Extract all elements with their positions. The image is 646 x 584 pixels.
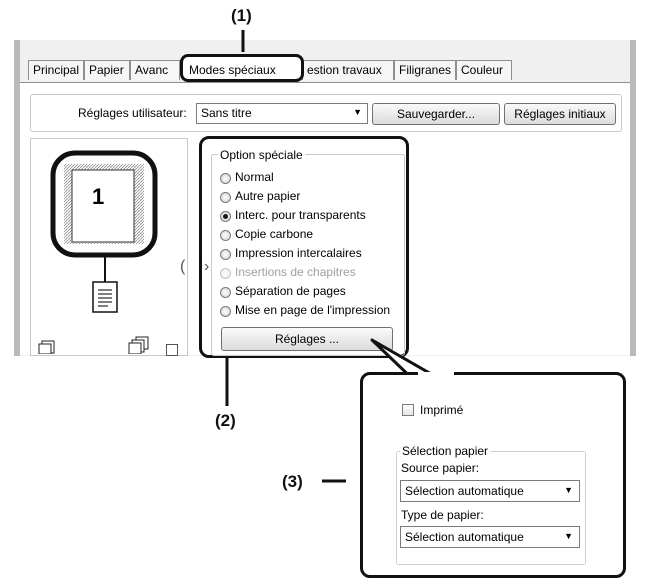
special-option-highlight (199, 136, 409, 358)
save-button-label: Sauvegarder... (396, 107, 476, 121)
chevron-down-icon: ▼ (564, 531, 573, 541)
radio-interc-transparents[interactable] (220, 211, 231, 222)
option-label-copie-carbone: Copie carbone (235, 227, 314, 241)
paper-source-select[interactable]: Sélection automatique ▼ (400, 480, 580, 502)
user-settings-label: Réglages utilisateur: (78, 106, 187, 120)
page-preview-icon (50, 150, 158, 258)
printed-label: Imprimé (420, 403, 464, 417)
preview-page-number: 1 (92, 184, 105, 209)
tab-label: Modes spéciaux (189, 63, 276, 77)
user-settings-value: Sans titre (201, 106, 252, 120)
option-label-insertions-chapitres: Insertions de chapitres (235, 265, 356, 279)
tab-label: Filigranes (399, 63, 452, 77)
radio-mise-en-page[interactable] (220, 306, 231, 317)
popup-cover (418, 372, 454, 380)
chevron-right-icon[interactable]: › (204, 258, 210, 275)
stack-icon (128, 336, 149, 354)
tab-strip: Principal Papier Avanc Modes spéciaux es… (20, 54, 620, 84)
save-button[interactable]: Sauvegarder... (372, 103, 500, 125)
radio-impression-intercalaires[interactable] (220, 249, 231, 260)
chevron-left-icon[interactable]: ( (180, 258, 186, 275)
defaults-button-label: Réglages initiaux (514, 107, 606, 121)
tab-couleur[interactable]: Couleur (456, 60, 512, 80)
option-label-autre-papier: Autre papier (235, 189, 301, 203)
defaults-button[interactable]: Réglages initiaux (504, 103, 616, 125)
paper-selection-title: Sélection papier (400, 444, 491, 458)
radio-separation-pages[interactable] (220, 287, 231, 298)
paper-source-label: Source papier: (401, 461, 480, 475)
small-checkbox-icon (166, 344, 178, 356)
tab-avance[interactable]: Avanc (130, 60, 180, 80)
settings-button-label: Réglages ... (274, 332, 340, 346)
copies-icon (38, 340, 55, 354)
document-icon (92, 281, 118, 313)
option-label-normal: Normal (235, 170, 274, 184)
chevron-down-icon: ▼ (353, 107, 362, 117)
tab-modes-speciaux[interactable]: Modes spéciaux (180, 54, 304, 82)
tab-filigranes[interactable]: Filigranes (394, 60, 456, 80)
special-option-group (211, 154, 405, 356)
tab-papier[interactable]: Papier (84, 60, 130, 80)
option-label-mise-en-page: Mise en page de l'impression (235, 303, 391, 317)
tab-label: Papier (89, 63, 124, 77)
preview-connector-line (104, 255, 106, 282)
printed-checkbox[interactable] (402, 404, 414, 416)
radio-insertions-chapitres (220, 268, 231, 279)
paper-source-value: Sélection automatique (405, 484, 524, 498)
option-label-interc-transparents: Interc. pour transparents (235, 208, 366, 222)
option-label-impression-intercalaires: Impression intercalaires (235, 246, 362, 260)
option-label-separation-pages: Séparation de pages (235, 284, 346, 298)
paper-type-value: Sélection automatique (405, 530, 524, 544)
callout-1-label: (1) (231, 6, 252, 25)
tab-label: Principal (33, 63, 80, 77)
radio-copie-carbone[interactable] (220, 230, 231, 241)
radio-autre-papier[interactable] (220, 192, 231, 203)
special-option-title: Option spéciale (218, 148, 305, 162)
tab-principal[interactable]: Principal (28, 60, 84, 80)
callout-2-label: (2) (215, 411, 236, 430)
special-option-list: Normal Autre papier Interc. pour transpa… (220, 170, 410, 330)
paper-type-select[interactable]: Sélection automatique ▼ (400, 526, 580, 548)
tab-label: Avanc (135, 63, 169, 77)
user-settings-select[interactable]: Sans titre ▼ (196, 103, 368, 124)
callout-3-label: (3) (282, 472, 303, 491)
radio-normal[interactable] (220, 173, 231, 184)
paper-type-label: Type de papier: (401, 508, 484, 522)
chevron-down-icon: ▼ (564, 485, 573, 495)
tab-label: estion travaux (307, 63, 382, 77)
paper-selection-group (396, 451, 586, 565)
tab-label: Couleur (461, 63, 504, 77)
settings-button[interactable]: Réglages ... (221, 327, 393, 351)
